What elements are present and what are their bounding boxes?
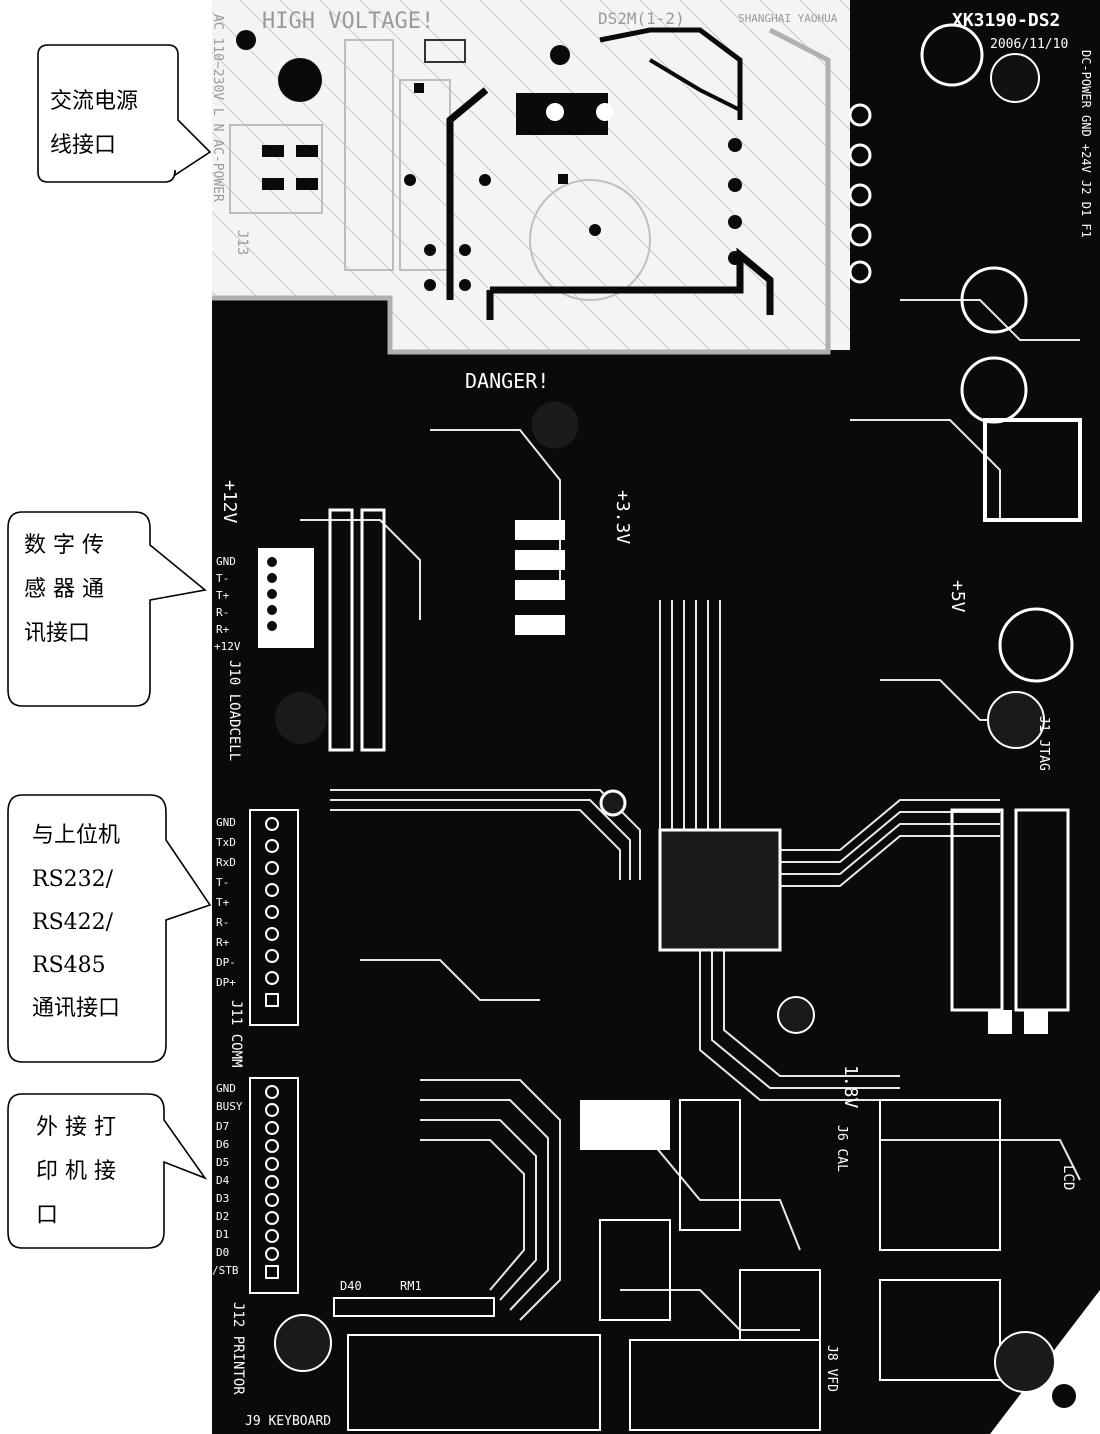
callout-loadcell: 数 字 传 感 器 通 讯接口: [7, 511, 207, 707]
v33-label: +3.3V: [612, 490, 633, 544]
mounting-holes: [274, 53, 1076, 1408]
rm1-label: RM1: [400, 1279, 422, 1293]
loadcell-pin-labels: GND T- T+ R- R+ +12V: [214, 555, 241, 653]
keyboard-label: J9 KEYBOARD: [245, 1414, 331, 1429]
danger-label: DANGER!: [465, 369, 549, 393]
v5-label: +5V: [947, 580, 968, 613]
v18-label: 1.8V: [840, 1065, 861, 1109]
part-label: XK3190-DS2: [952, 10, 1060, 31]
callout-line: RS422/: [32, 910, 114, 935]
printer-pin: D3: [216, 1192, 229, 1205]
callout-line: 印 机 接: [36, 1159, 116, 1184]
keyboard-connector: [333, 1297, 601, 1431]
callout-line: RS485: [32, 953, 106, 978]
circuit-pads: [258, 23, 1082, 1431]
printer-pin: D5: [216, 1156, 229, 1169]
high-voltage-label: HIGH VOLTAGE!: [262, 9, 434, 34]
loadcell-pin: +12V: [214, 640, 241, 653]
callout-ac-power: 交流电源 线接口: [37, 44, 212, 183]
loadcell-pin: R-: [216, 606, 229, 619]
silkscreen-labels: HIGH VOLTAGE! DS2M(1-2) SHANGHAI YAOHUA …: [210, 9, 1093, 1429]
callout-line: 与上位机: [32, 823, 120, 848]
comm-pin: T+: [216, 896, 230, 909]
comm-pin: DP+: [216, 976, 236, 989]
callout-line: 交流电源: [50, 89, 138, 114]
ac-label: AC 110~230V L N AC-POWER: [210, 14, 225, 202]
comm-pin: TxD: [216, 836, 236, 849]
circuit-traces: [300, 299, 1081, 1331]
pcb-board: [212, 0, 1100, 1434]
callout-line: 外 接 打: [36, 1115, 116, 1140]
callout-line: 感 器 通: [24, 577, 104, 602]
comm-pin: GND: [216, 816, 236, 829]
callout-line: RS232/: [32, 867, 114, 892]
dc-power-label: DC-POWER GND +24V J2 D1 F1: [1079, 50, 1093, 238]
hv-section: [229, 27, 774, 320]
lcd-label: LCD: [1060, 1165, 1076, 1190]
comm-pin: T-: [216, 876, 229, 889]
comm-pin: DP-: [216, 956, 236, 969]
loadcell-pin: T+: [216, 589, 230, 602]
printer-pin: D2: [216, 1210, 229, 1223]
printer-pin: BUSY: [216, 1100, 243, 1113]
printer-pin: D4: [216, 1174, 230, 1187]
printer-connector: [249, 1077, 299, 1294]
printer-pin: D1: [216, 1228, 229, 1241]
loadcell-connector: [258, 548, 314, 648]
jtag-label: J1 JTAG: [1036, 716, 1051, 771]
printer-pin: D0: [216, 1246, 229, 1259]
callout-comm: 与上位机 RS232/ RS422/ RS485 通讯接口: [7, 794, 212, 1063]
model-label: DS2M(1-2): [598, 9, 685, 28]
printer-pin: D6: [216, 1138, 229, 1151]
loadcell-label: J10 LOADCELL: [226, 660, 242, 761]
comm-pin: R-: [216, 916, 229, 929]
comm-label: J11 COMM: [228, 1000, 244, 1067]
comm-pin: RxD: [216, 856, 236, 869]
callout-printer: 外 接 打 印 机 接 口: [7, 1093, 208, 1249]
loadcell-pin: R+: [216, 623, 230, 636]
printer-pin: D7: [216, 1120, 229, 1133]
printer-pin-labels: GND BUSY D7 D6 D5 D4 D3 D2 D1 D0 /STB: [212, 1082, 243, 1277]
printer-pin: /STB: [212, 1264, 239, 1277]
vfd-label: J8 VFD: [824, 1345, 839, 1392]
cal-label: J6 CAL: [834, 1125, 849, 1172]
callout-line: 线接口: [50, 133, 116, 158]
v12-label: +12V: [219, 480, 240, 524]
loadcell-pin: T-: [216, 572, 229, 585]
date-label: 2006/11/10: [990, 37, 1068, 52]
callout-line: 数 字 传: [24, 533, 104, 558]
comm-pin-labels: GND TxD RxD T- T+ R- R+ DP- DP+: [216, 816, 236, 989]
loadcell-pin: GND: [216, 555, 236, 568]
printer-label: J12 PRINTOR: [230, 1302, 246, 1395]
callout-line: 通讯接口: [32, 996, 120, 1021]
maker-label: SHANGHAI YAOHUA: [738, 12, 838, 25]
d40-label: D40: [340, 1279, 362, 1293]
callout-line: 讯接口: [24, 621, 90, 646]
j13-label: J13: [234, 230, 250, 255]
callout-line: 口: [36, 1203, 58, 1228]
printer-pin: GND: [216, 1082, 236, 1095]
comm-connector: [249, 809, 299, 1026]
comm-pin: R+: [216, 936, 230, 949]
